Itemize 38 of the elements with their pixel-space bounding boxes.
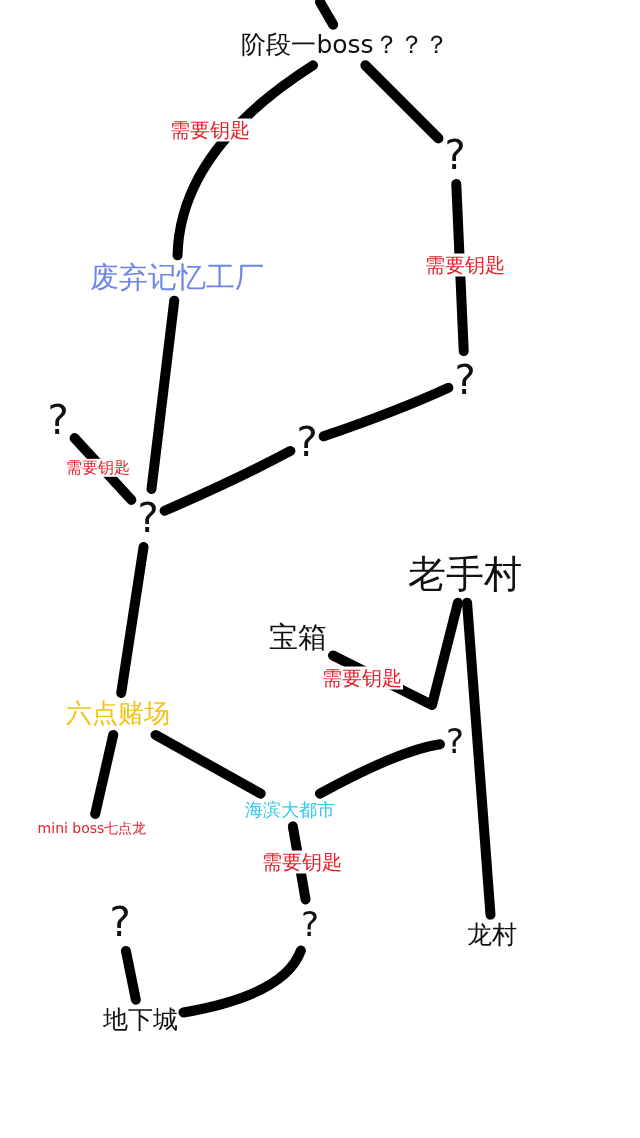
edge-label: 需要钥匙 bbox=[261, 850, 343, 874]
node-label: ? bbox=[137, 495, 159, 541]
connector-line bbox=[318, 382, 454, 442]
node-label: ? bbox=[454, 357, 476, 403]
connector-line bbox=[120, 946, 141, 1005]
node-label: 阶段一boss？？？ bbox=[241, 30, 449, 60]
connector-line bbox=[90, 729, 119, 819]
node-label: 宝箱 bbox=[269, 621, 327, 655]
connector-line bbox=[150, 729, 266, 799]
connector-line bbox=[328, 597, 463, 710]
edge-label: 需要钥匙 bbox=[169, 118, 251, 142]
node-label: ? bbox=[109, 899, 131, 945]
connector-line bbox=[315, 0, 339, 30]
connector-line bbox=[462, 597, 496, 920]
node-label: 龙村 bbox=[467, 920, 517, 950]
node-label: 废弃记忆工厂 bbox=[90, 261, 264, 295]
connector-line bbox=[314, 739, 445, 799]
node-label: 地下城 bbox=[102, 1005, 178, 1035]
node-label: 六点赌场 bbox=[66, 699, 170, 729]
connector-line bbox=[172, 60, 318, 261]
edge-label: 需要钥匙 bbox=[65, 458, 131, 478]
connector-line bbox=[146, 295, 180, 494]
node-label: 老手村 bbox=[408, 553, 522, 597]
connector-line bbox=[116, 542, 149, 699]
node-label: ? bbox=[444, 132, 466, 178]
edge-label: 需要钥匙 bbox=[424, 253, 506, 277]
connector-line bbox=[360, 60, 444, 144]
connector-line bbox=[451, 179, 469, 356]
node-label: ? bbox=[47, 397, 69, 443]
connector-line bbox=[69, 433, 137, 505]
edge-label: 需要钥匙 bbox=[321, 666, 403, 690]
node-label: ? bbox=[296, 419, 318, 465]
connector-line bbox=[178, 945, 306, 1018]
node-label: mini boss七点龙 bbox=[37, 819, 147, 837]
connector-line bbox=[159, 445, 296, 516]
node-label: 海滨大都市 bbox=[245, 799, 335, 821]
node-label: ? bbox=[301, 905, 319, 945]
node-label: ? bbox=[446, 722, 464, 762]
